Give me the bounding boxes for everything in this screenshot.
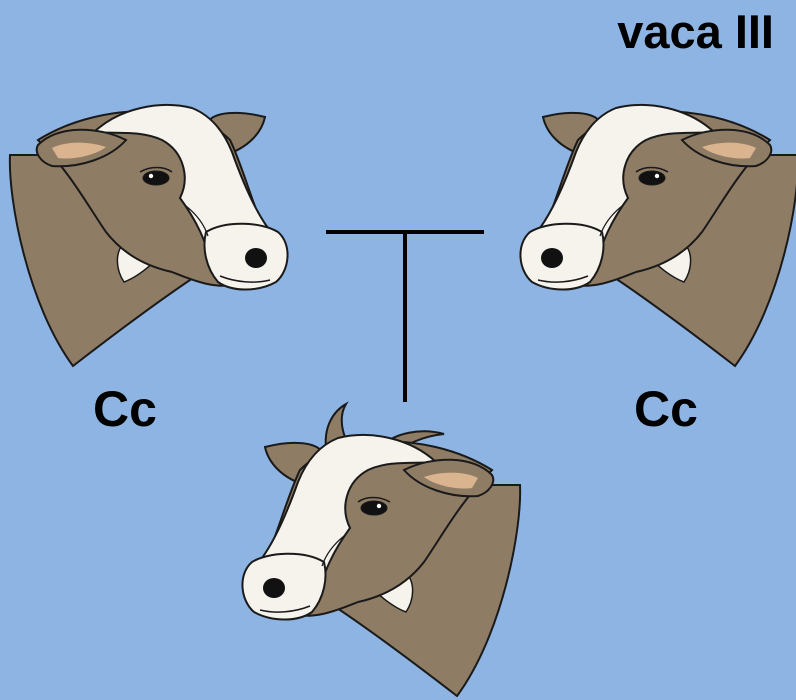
parent-left-cow-illustration <box>8 104 289 367</box>
parent-right-genotype: Cc <box>634 381 698 437</box>
parent-left-genotype: Cc <box>93 381 157 437</box>
parent-right-cow-illustration <box>519 104 796 367</box>
offspring-cow-illustration <box>241 403 522 697</box>
diagram-title: vaca III <box>617 5 774 58</box>
